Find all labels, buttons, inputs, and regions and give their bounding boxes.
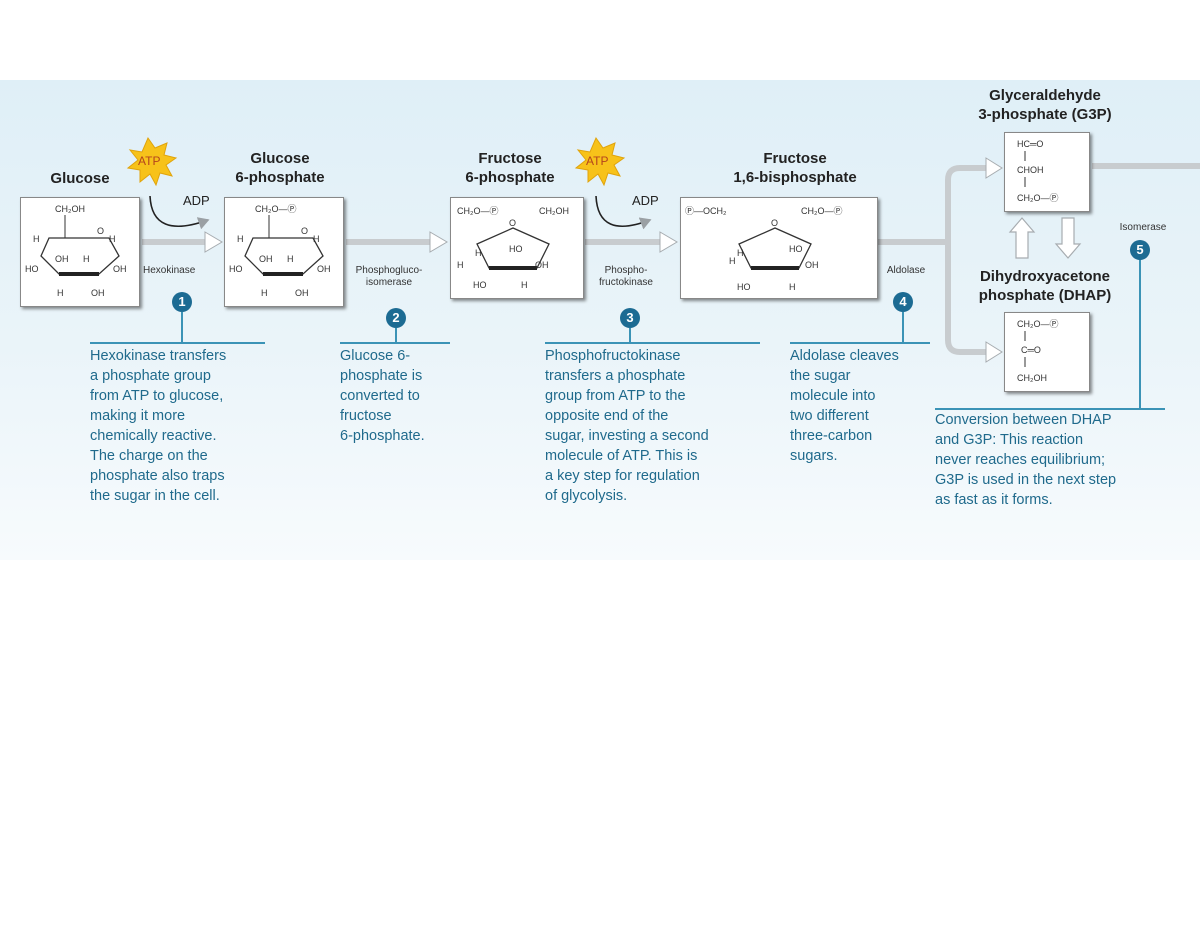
- step-1-description: Hexokinase transfers a phosphate group f…: [90, 348, 227, 504]
- step-4-badge: 4: [893, 292, 913, 312]
- svg-text:HO: HO: [229, 264, 243, 274]
- svg-text:H: H: [457, 260, 464, 270]
- svg-text:OH: OH: [113, 264, 127, 274]
- step-3-rule: [545, 342, 760, 344]
- step-5-description: Conversion between DHAP and G3P: This re…: [935, 412, 1117, 508]
- svg-text:CH₂O—Ⓟ: CH₂O—Ⓟ: [801, 206, 843, 216]
- arrow-head-2: [429, 231, 448, 253]
- g3p-title: Glyceraldehyde 3-phosphate (G3P): [978, 87, 1112, 123]
- f16bp-title: Fructose 1,6-bisphosphate: [733, 150, 857, 186]
- svg-text:OH: OH: [91, 288, 105, 298]
- svg-text:H: H: [237, 234, 244, 244]
- g6p-structure: CH₂O—Ⓟ O H H OH H HO OH H OH: [224, 197, 344, 307]
- svg-text:C═O: C═O: [1021, 345, 1041, 355]
- svg-text:H: H: [287, 254, 294, 264]
- svg-text:H: H: [729, 256, 736, 266]
- svg-text:O: O: [97, 226, 104, 236]
- svg-text:H: H: [109, 234, 116, 244]
- f6p-structure: CH₂O—Ⓟ CH₂OH O H HO OH H HO H: [450, 197, 584, 299]
- svg-text:OH: OH: [805, 260, 819, 270]
- glucose-title: Glucose: [50, 170, 110, 187]
- svg-text:CH₂OH: CH₂OH: [539, 206, 569, 216]
- svg-text:CH₂OH: CH₂OH: [1017, 373, 1047, 383]
- svg-text:CH₂O—Ⓟ: CH₂O—Ⓟ: [1017, 319, 1059, 329]
- adp-label-1: ADP: [183, 193, 210, 208]
- svg-text:OH: OH: [535, 260, 549, 270]
- svg-text:H: H: [261, 288, 268, 298]
- g6p-title: Glucose 6-phosphate: [235, 150, 325, 186]
- svg-text:OH: OH: [317, 264, 331, 274]
- svg-text:ATP: ATP: [138, 154, 160, 168]
- svg-text:O: O: [771, 218, 778, 228]
- step-2-description: Glucose 6- phosphate is converted to fru…: [340, 348, 425, 444]
- f6p-title: Fructose 6-phosphate: [465, 150, 555, 186]
- arrow-head-g3p: [985, 157, 1003, 179]
- svg-text:CH₂O—Ⓟ: CH₂O—Ⓟ: [255, 204, 297, 214]
- enzyme-isomerase: Isomerase: [1119, 222, 1167, 233]
- arrow-head-1: [204, 231, 223, 253]
- isomerase-arrows: [1008, 217, 1082, 259]
- adp-curve-2: [595, 195, 652, 230]
- svg-text:H: H: [313, 234, 320, 244]
- svg-text:H: H: [33, 234, 40, 244]
- svg-text:H: H: [83, 254, 90, 264]
- arrow-head-dhap: [985, 341, 1003, 363]
- svg-text:HO: HO: [737, 282, 751, 292]
- svg-text:HO: HO: [25, 264, 39, 274]
- svg-text:CH₂O—Ⓟ: CH₂O—Ⓟ: [1017, 193, 1059, 203]
- step-3-connector: [629, 328, 631, 342]
- svg-text:O: O: [509, 218, 516, 228]
- svg-text:O: O: [301, 226, 308, 236]
- enzyme-aldolase: Aldolase: [886, 265, 926, 276]
- atp-star-1: [126, 136, 178, 187]
- svg-text:ATP: ATP: [586, 154, 608, 168]
- svg-text:H: H: [737, 248, 744, 258]
- svg-text:H: H: [57, 288, 64, 298]
- step-2-rule: [340, 342, 450, 344]
- svg-text:OH: OH: [55, 254, 69, 264]
- step-3-badge: 3: [620, 308, 640, 328]
- dhap-title: Dihydroxyacetone phosphate (DHAP): [978, 268, 1112, 304]
- svg-text:Ⓟ—OCH₂: Ⓟ—OCH₂: [685, 206, 727, 216]
- step-4-description: Aldolase cleaves the sugar molecule into…: [790, 348, 899, 464]
- svg-text:H: H: [521, 280, 528, 290]
- arrow-head-3: [659, 231, 678, 253]
- f16bp-structure: Ⓟ—OCH₂ CH₂O—Ⓟ O H HO OH H HO H: [680, 197, 878, 299]
- svg-text:OH: OH: [295, 288, 309, 298]
- adp-curve-1: [149, 195, 210, 230]
- step-4-rule: [790, 342, 930, 344]
- step-5-rule: [935, 408, 1165, 410]
- enzyme-hexokinase: Hexokinase: [143, 265, 196, 276]
- svg-text:CH₂OH: CH₂OH: [55, 204, 85, 214]
- svg-text:HO: HO: [473, 280, 487, 290]
- step-1-connector: [181, 312, 183, 342]
- svg-text:HO: HO: [509, 244, 523, 254]
- g3p-structure: HC═O CHOH CH₂O—Ⓟ: [1004, 132, 1090, 212]
- svg-text:OH: OH: [259, 254, 273, 264]
- step-3-description: Phosphofructokinase transfers a phosphat…: [545, 348, 709, 504]
- step-5-badge: 5: [1130, 240, 1150, 260]
- glucose-structure: CH₂OH O H H OH H HO OH H OH: [20, 197, 140, 307]
- step-2-connector: [395, 328, 397, 342]
- enzyme-phosphofructokinase: Phospho- fructokinase: [599, 265, 653, 288]
- svg-text:CH₂O—Ⓟ: CH₂O—Ⓟ: [457, 206, 499, 216]
- step-1-rule: [90, 342, 265, 344]
- svg-text:HO: HO: [789, 244, 803, 254]
- svg-text:CHOH: CHOH: [1017, 165, 1044, 175]
- arrow-aldolase-split: [876, 165, 990, 355]
- dhap-structure: CH₂O—Ⓟ C═O CH₂OH: [1004, 312, 1090, 392]
- step-2-badge: 2: [386, 308, 406, 328]
- enzyme-phosphoglucoisomerase: Phosphogluco- isomerase: [355, 265, 423, 288]
- step-1-badge: 1: [172, 292, 192, 312]
- atp-star-2: [574, 136, 626, 187]
- adp-label-2: ADP: [632, 193, 659, 208]
- svg-text:HC═O: HC═O: [1017, 139, 1043, 149]
- svg-text:H: H: [475, 248, 482, 258]
- svg-text:H: H: [789, 282, 796, 292]
